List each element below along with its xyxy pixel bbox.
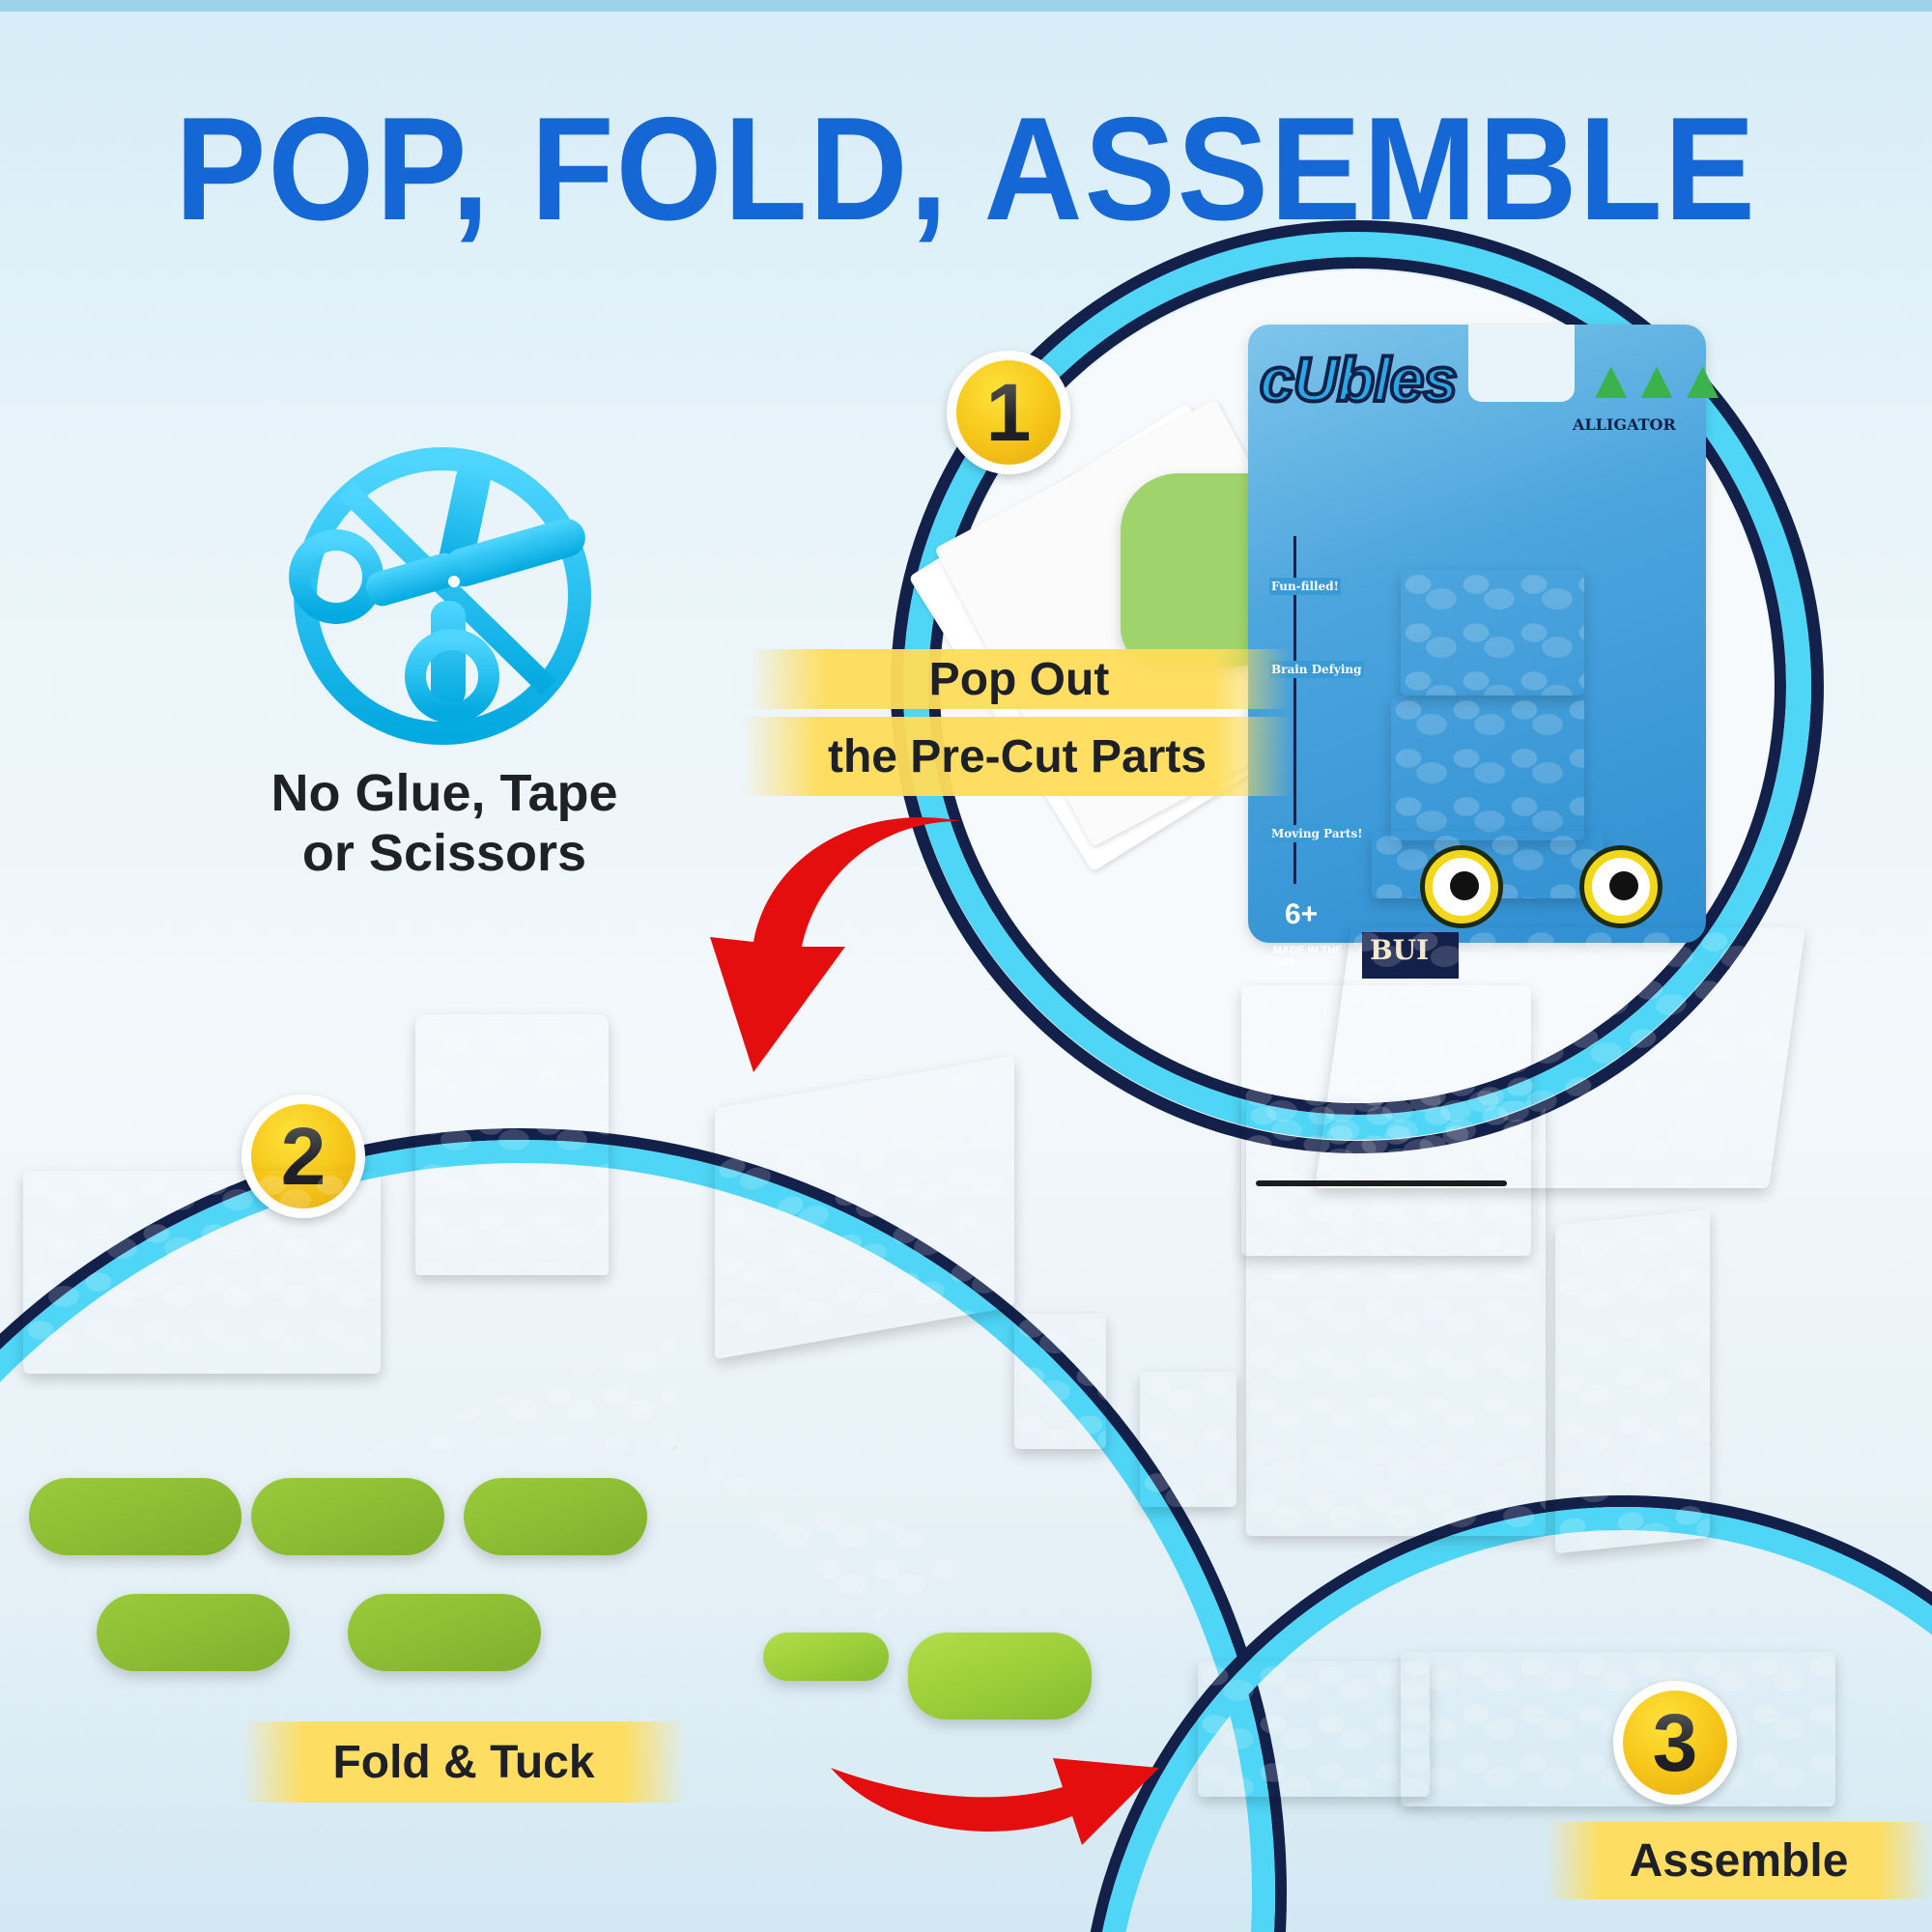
accordion-leg (464, 1478, 647, 1555)
folded-piece-head (715, 1055, 1014, 1360)
assembled-alligator-body (1246, 1101, 1546, 1536)
product-card-hanger-notch (1468, 325, 1575, 402)
page-headline: POP, FOLD, ASSEMBLE (175, 87, 1757, 251)
accordion-leg (348, 1594, 541, 1671)
step-2-badge: 2 (242, 1094, 365, 1218)
step-1-label-line1: Pop Out (749, 649, 1290, 709)
folded-piece-feet (23, 1171, 381, 1374)
product-build-banner: BUI (1362, 932, 1459, 979)
assembled-alligator-arm (1555, 1208, 1710, 1554)
card-alligator-head (1401, 570, 1584, 696)
eye-piece (763, 1633, 889, 1681)
accordion-leg (251, 1478, 444, 1555)
forest-icon: ▲▲▲ (1584, 349, 1729, 410)
assembled-alligator-snout (1241, 985, 1531, 1256)
folded-piece-body (415, 1014, 609, 1275)
folded-piece-arm (1140, 1372, 1236, 1507)
product-age: 6+ (1285, 898, 1319, 930)
product-scale-line (1293, 536, 1296, 884)
curved-arrow-icon (831, 1758, 1159, 1845)
eye-piece (908, 1633, 1092, 1719)
product-feature: Brain Defying (1269, 661, 1364, 678)
product-brand-logo: cUbles (1258, 343, 1460, 416)
card-alligator-body (1391, 696, 1584, 840)
step-1-badge: 1 (947, 351, 1070, 474)
assembled-alligator-head (1315, 927, 1805, 1188)
step-3-label: Assemble (1546, 1822, 1932, 1899)
folded-piece-arm (1014, 1314, 1106, 1449)
product-feature: Fun-filled! (1269, 578, 1341, 595)
no-scissors-icon (289, 447, 591, 745)
product-feature: Moving Parts! (1269, 825, 1365, 842)
step-1-label-line2: the Pre-Cut Parts (742, 717, 1293, 796)
alligator-eye (1425, 850, 1498, 923)
top-strip (0, 0, 1932, 12)
accordion-leg (97, 1594, 290, 1671)
alligator-eye (1584, 850, 1658, 923)
product-animal-name: ALLIGATOR (1573, 415, 1676, 434)
assembled-alligator-foot (1198, 1662, 1430, 1797)
step-2-label: Fold & Tuck (242, 1721, 686, 1803)
step-3-badge: 3 (1613, 1681, 1737, 1804)
no-tools-feature-text: No Glue, Tape or Scissors (193, 763, 696, 883)
made-in-usa-badge: MADE IN THE USA (1273, 945, 1343, 968)
curved-arrow-icon (710, 817, 961, 1072)
no-tools-line2: or Scissors (301, 824, 587, 882)
alligator-mouth (1256, 1180, 1507, 1186)
accordion-leg (29, 1478, 242, 1555)
no-tools-line1: No Glue, Tape (270, 764, 618, 822)
